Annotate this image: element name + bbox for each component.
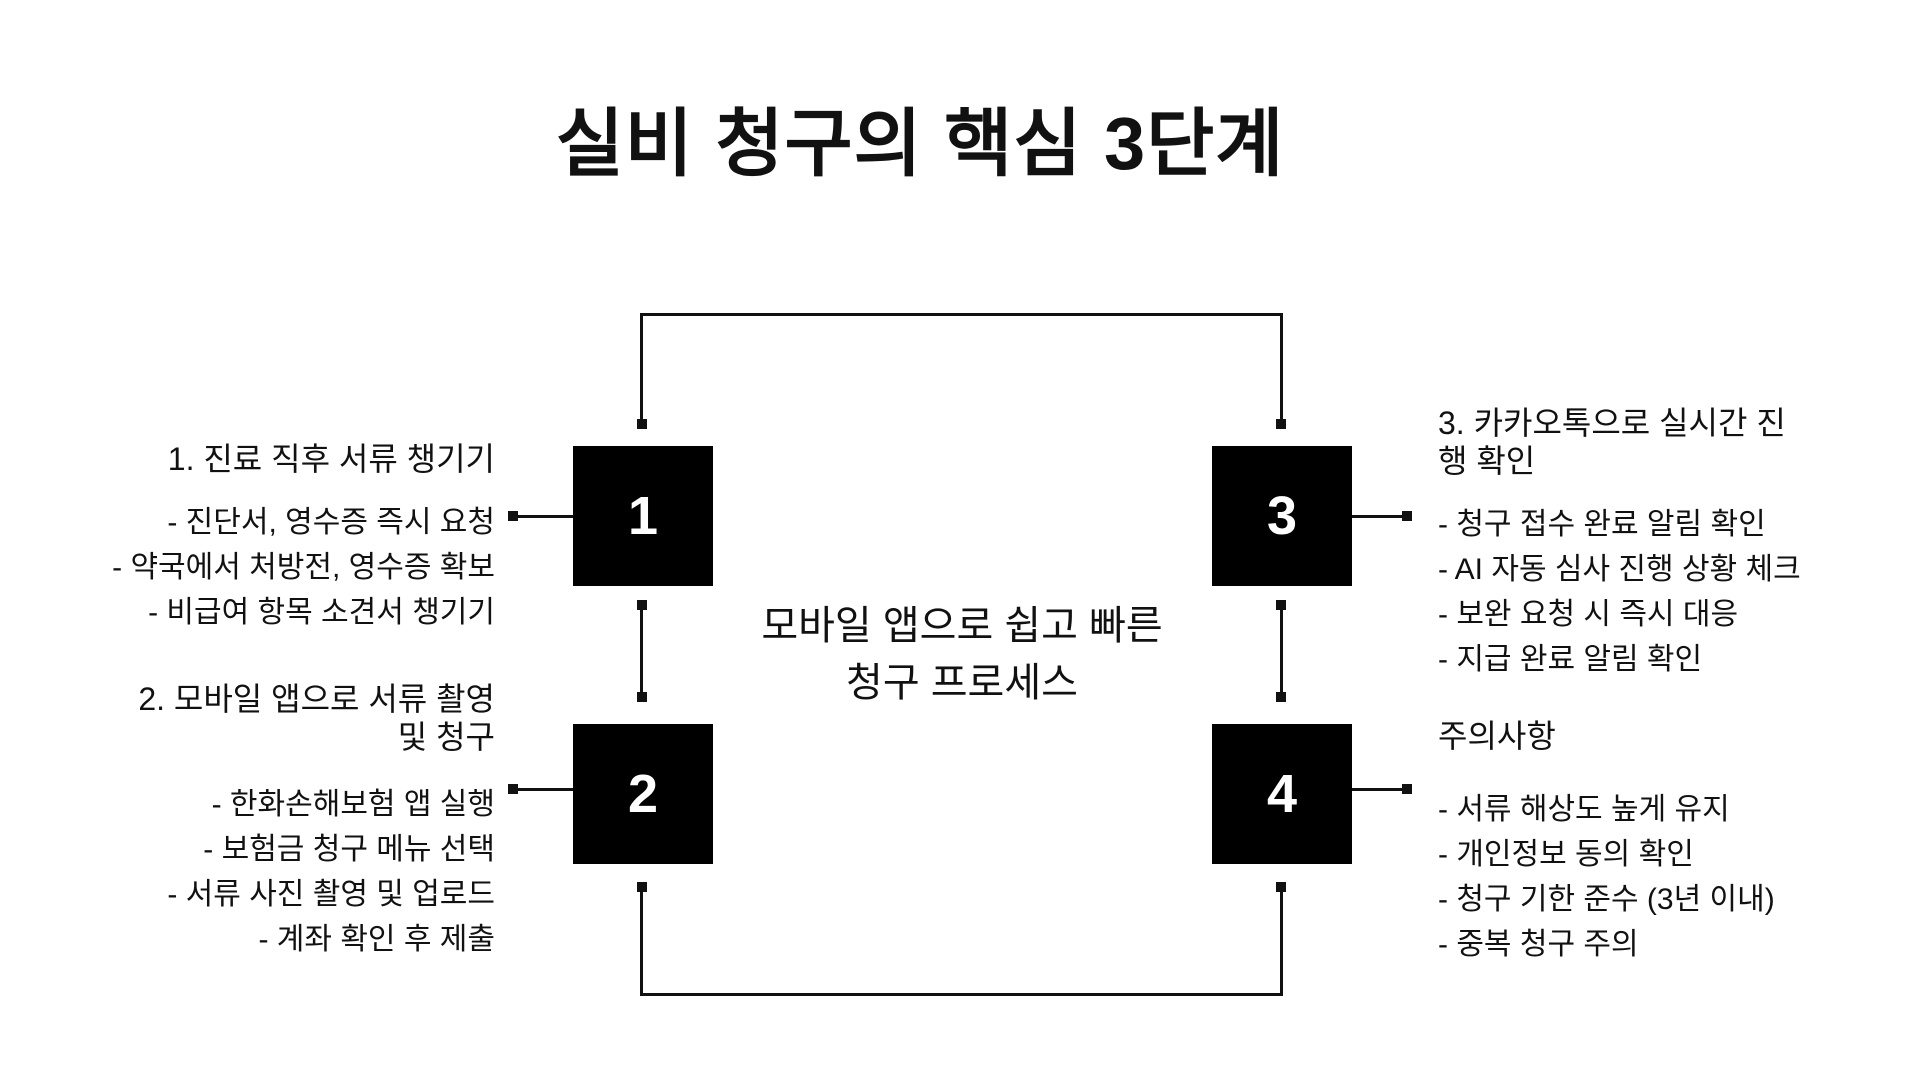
- section-step3-list: - 청구 접수 완료 알림 확인 - AI 자동 심사 진행 상황 체크 - 보…: [1438, 502, 1838, 682]
- list-item: - 진단서, 영수증 즉시 요청: [167, 506, 495, 539]
- page-title: 실비 청구의 핵심 3단계: [555, 102, 1285, 185]
- section-step3: 3. 카카오톡으로 실시간 진 행 확인 - 청구 접수 완료 알림 확인 - …: [1438, 404, 1838, 682]
- section-notes-list: - 서류 해상도 높게 유지 - 개인정보 동의 확인 - 청구 기한 준수 (…: [1438, 787, 1838, 967]
- arrowhead-square-icon: [1276, 600, 1286, 610]
- list-item: - 서류 사진 촬영 및 업로드: [167, 878, 495, 911]
- list-item: - 보완 요청 시 즉시 대응: [1438, 598, 1739, 631]
- list-item: - 한화손해보험 앱 실행: [211, 788, 495, 821]
- step-number: 4: [1266, 764, 1298, 824]
- list-item: - 비급여 항목 소견서 챙기기: [148, 596, 495, 629]
- pointer-step1-line: [513, 515, 573, 518]
- step-box-1: 1: [573, 446, 713, 586]
- heading-line: 행 확인: [1438, 443, 1536, 479]
- arrowhead-square-icon: [1276, 692, 1286, 702]
- list-item: - 지급 완료 알림 확인: [1438, 643, 1703, 676]
- heading-line: 3. 카카오톡으로 실시간 진: [1438, 405, 1786, 441]
- arrowhead-square-icon: [1402, 784, 1412, 794]
- connector-top-horizontal: [640, 313, 1283, 316]
- list-item: - 계좌 확인 후 제출: [258, 923, 495, 956]
- connector-top-left-vertical: [640, 313, 643, 420]
- step-box-3: 3: [1212, 446, 1352, 586]
- connector-bottom-horizontal: [640, 993, 1283, 996]
- section-step3-heading: 3. 카카오톡으로 실시간 진 행 확인: [1438, 404, 1838, 480]
- right-column: 3. 카카오톡으로 실시간 진 행 확인 - 청구 접수 완료 알림 확인 - …: [1438, 404, 1838, 967]
- arrowhead-square-icon: [637, 600, 647, 610]
- list-item: - 보험금 청구 메뉴 선택: [203, 833, 495, 866]
- step-box-4: 4: [1212, 724, 1352, 864]
- arrowhead-square-icon: [1276, 882, 1286, 892]
- connector-3-4-vertical: [1280, 604, 1283, 700]
- arrowhead-square-icon: [637, 419, 647, 429]
- list-item: - 청구 접수 완료 알림 확인: [1438, 508, 1766, 541]
- section-step1: 1. 진료 직후 서류 챙기기 - 진단서, 영수증 즉시 요청 - 약국에서 …: [55, 440, 495, 635]
- step-number: 1: [627, 486, 659, 546]
- pointer-step3-line: [1352, 515, 1408, 518]
- list-item: - 중복 청구 주의: [1438, 928, 1639, 961]
- arrowhead-square-icon: [637, 882, 647, 892]
- arrowhead-square-icon: [637, 692, 647, 702]
- arrowhead-square-icon: [1402, 511, 1412, 521]
- section-step2-heading: 2. 모바일 앱으로 서류 촬영 및 청구: [55, 680, 495, 756]
- section-step2: 2. 모바일 앱으로 서류 촬영 및 청구 - 한화손해보험 앱 실행 - 보험…: [55, 680, 495, 962]
- connector-top-right-vertical: [1280, 313, 1283, 420]
- connector-1-2-vertical: [640, 604, 643, 700]
- center-caption-line: 모바일 앱으로 쉽고 빠른: [761, 604, 1163, 648]
- section-step1-heading: 1. 진료 직후 서류 챙기기: [167, 441, 495, 477]
- section-step1-list: - 진단서, 영수증 즉시 요청 - 약국에서 처방전, 영수증 확보 - 비급…: [55, 500, 495, 635]
- arrowhead-square-icon: [508, 784, 518, 794]
- pointer-step2-line: [513, 788, 573, 791]
- heading-line: 2. 모바일 앱으로 서류 촬영: [138, 681, 495, 717]
- center-caption: 모바일 앱으로 쉽고 빠른 청구 프로세스: [712, 598, 1212, 712]
- arrowhead-square-icon: [508, 511, 518, 521]
- list-item: - 개인정보 동의 확인: [1438, 838, 1694, 871]
- section-notes-heading: 주의사항: [1438, 718, 1556, 754]
- center-caption-line: 청구 프로세스: [846, 661, 1078, 705]
- connector-bottom-right-vertical: [1280, 886, 1283, 996]
- connector-bottom-left-vertical: [640, 886, 643, 996]
- step-number: 2: [627, 764, 659, 824]
- pointer-notes-line: [1352, 788, 1408, 791]
- section-notes: 주의사항 - 서류 해상도 높게 유지 - 개인정보 동의 확인 - 청구 기한…: [1438, 717, 1838, 967]
- heading-line: 및 청구: [397, 719, 495, 755]
- list-item: - 서류 해상도 높게 유지: [1438, 793, 1730, 826]
- left-column: 1. 진료 직후 서류 챙기기 - 진단서, 영수증 즉시 요청 - 약국에서 …: [55, 440, 495, 962]
- step-box-2: 2: [573, 724, 713, 864]
- step-number: 3: [1266, 486, 1298, 546]
- section-step2-list: - 한화손해보험 앱 실행 - 보험금 청구 메뉴 선택 - 서류 사진 촬영 …: [55, 782, 495, 962]
- list-item: - 청구 기한 준수 (3년 이내): [1438, 883, 1775, 916]
- list-item: - AI 자동 심사 진행 상황 체크: [1438, 553, 1801, 586]
- list-item: - 약국에서 처방전, 영수증 확보: [112, 551, 495, 584]
- arrowhead-square-icon: [1276, 419, 1286, 429]
